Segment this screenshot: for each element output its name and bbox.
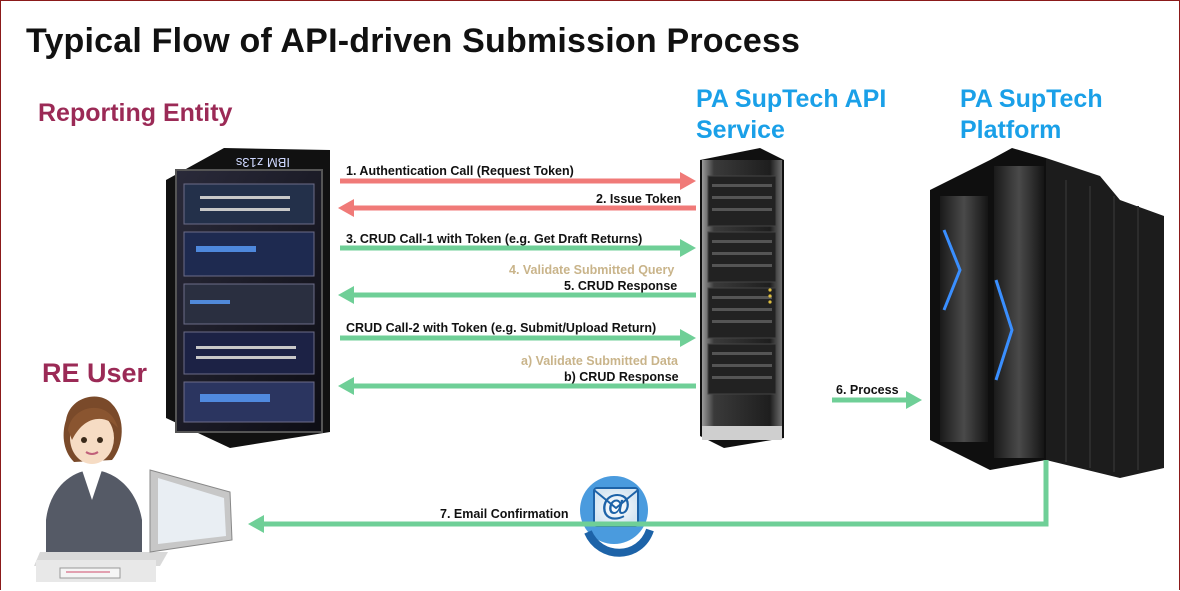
api-service-server-icon [700,148,784,448]
re-user-avatar [34,396,233,582]
msg-crud-response-2: b) CRUD Response [564,370,679,384]
arrow-crud-response-2 [338,377,696,395]
svg-text:@: @ [601,489,630,522]
platform-label: PA SupTech Platform [960,85,1103,144]
msg-email-confirmation: 7. Email Confirmation [440,507,569,521]
msg-authentication-call: 1. Authentication Call (Request Token) [346,164,574,178]
re-user-label: RE User [42,358,148,388]
msg-validate-query: 4. Validate Submitted Query [509,263,675,277]
arrow-process [832,391,922,409]
page-title: Typical Flow of API-driven Submission Pr… [26,22,801,60]
msg-issue-token: 2. Issue Token [596,192,682,206]
msg-crud-call-1: 3. CRUD Call-1 with Token (e.g. Get Draf… [346,232,643,246]
msg-crud-call-2: CRUD Call-2 with Token (e.g. Submit/Uplo… [346,321,657,335]
reporting-entity-label: Reporting Entity [38,99,233,127]
reporting-entity-server-icon: IBM z13s [166,148,330,448]
email-icon: @ [580,476,654,557]
server-brand-text: IBM z13s [235,155,290,170]
arrow-email-confirmation [248,460,1049,533]
platform-mainframe-icon [930,148,1164,478]
msg-validate-data: a) Validate Submitted Data [521,354,678,368]
msg-process: 6. Process [836,383,899,397]
arrow-issue-token [338,199,696,217]
msg-crud-response-1: 5. CRUD Response [564,279,678,293]
arrow-authentication-call [340,172,696,190]
arrow-crud-response-1 [338,286,696,304]
api-service-label: PA SupTech API Service [696,85,887,144]
arrow-crud-call-2 [340,329,696,347]
arrow-crud-call-1 [340,239,696,257]
